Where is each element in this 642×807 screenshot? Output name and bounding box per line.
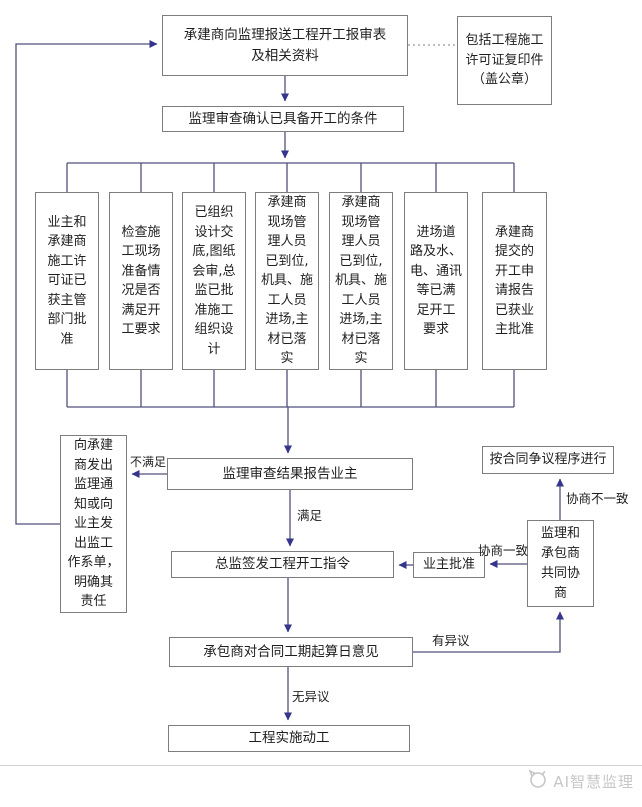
node-report-owner: 监理审查结果报告业主 — [167, 458, 413, 490]
node-owner-approve: 业主批准 — [413, 552, 485, 578]
watermark-logo-icon — [526, 769, 548, 793]
label-disagree: 协商不一致 — [566, 491, 629, 506]
watermark: AI智慧监理 — [526, 769, 634, 793]
watermark-text: AI智慧监理 — [553, 772, 634, 791]
node-start: 承建商向监理报送工程开工报审表 及相关资料 — [162, 15, 408, 76]
node-commencement-directive: 总监签发工程开工指令 — [171, 551, 394, 578]
label-agree: 协商一致 — [478, 543, 529, 558]
condition-box-1: 业主和 承建商 施工许 可证已 获主管 部门批 准 — [35, 192, 99, 370]
condition-box-4: 承建商 现场管 理人员 已到位, 机具、施 工人员 进场,主 材已落 实 — [255, 192, 319, 370]
node-contractor-opinion: 承包商对合同工期起算日意见 — [169, 637, 413, 667]
condition-box-7: 承建商 提交的 开工申 请报告 已获业 主批准 — [482, 192, 547, 370]
node-note-permit-copy: 包括工程施工 许可证复印件 （盖公章） — [457, 16, 552, 105]
node-dispute-procedure: 按合同争议程序进行 — [482, 446, 614, 474]
node-construction-start: 工程实施动工 — [168, 725, 410, 752]
label-not-satisfied: 不满足 — [130, 455, 167, 469]
label-objection: 有异议 — [432, 633, 470, 648]
condition-box-5: 承建商 现场管 理人员 已到位, 机具、施 工人员 进场,主 材已落 实 — [329, 192, 393, 370]
condition-box-2: 检查施 工现场 准备情 况是否 满足开 工要求 — [109, 192, 173, 370]
label-no-objection: 无异议 — [292, 689, 330, 704]
label-satisfied: 满足 — [297, 508, 323, 523]
node-notify-contractor: 向承建 商发出 监理通 知或向 业主发 出监工 作系单， 明确其 责任 — [60, 435, 127, 613]
condition-box-6: 进场道 路及水、 电、通讯 等已满 足开工 要求 — [404, 192, 468, 370]
footer-divider — [0, 765, 642, 766]
condition-box-3: 已组织 设计交 底,图纸 会审,总 监已批 准施工 组织设 计 — [182, 192, 246, 370]
node-joint-negotiation: 监理和 承包商 共同协 商 — [527, 520, 594, 607]
node-review-confirm: 监理审查确认已具备开工的条件 — [162, 106, 404, 132]
